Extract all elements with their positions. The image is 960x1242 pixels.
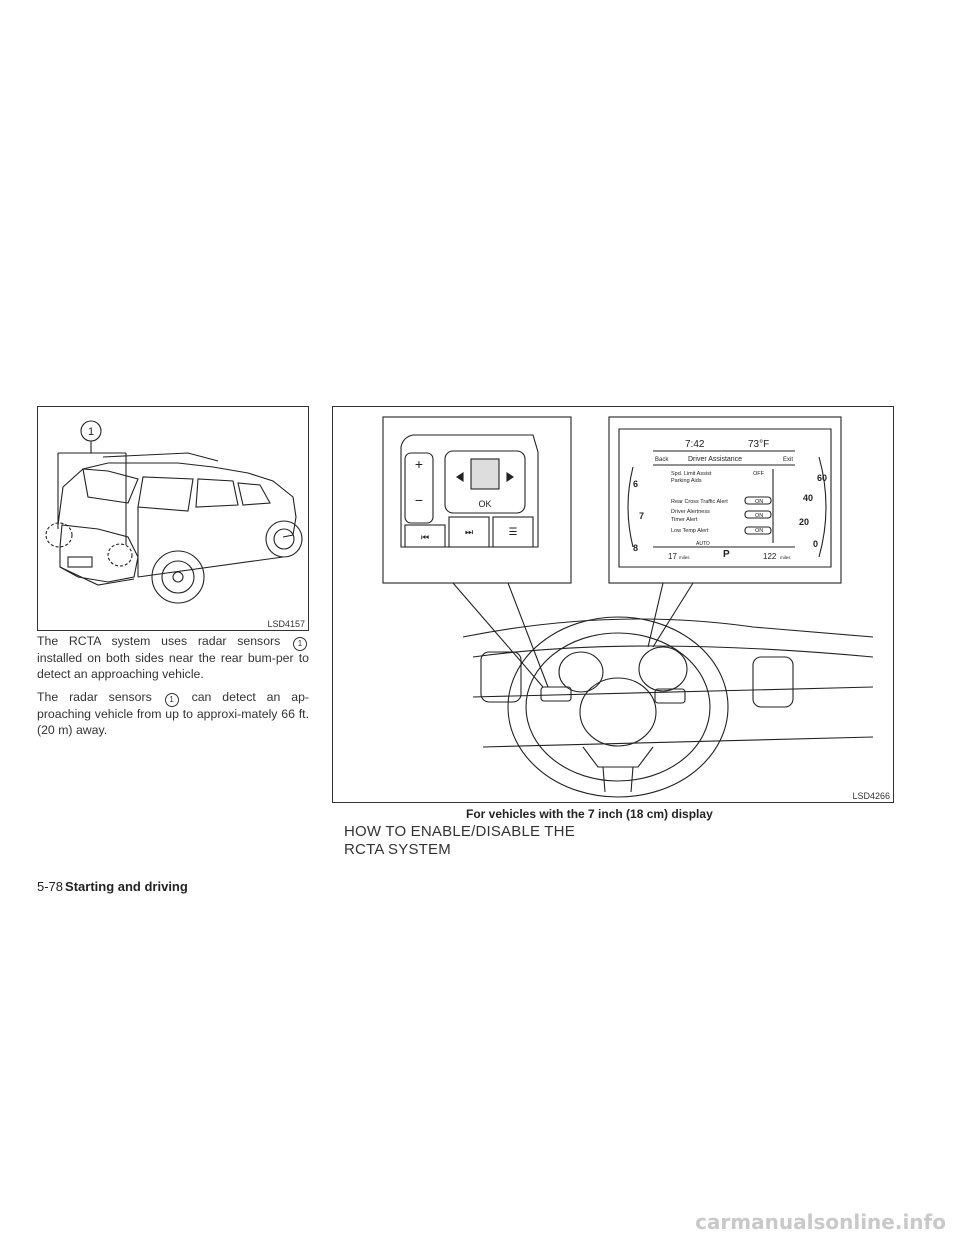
display-item-value: ON — [755, 513, 763, 519]
tach-tick: 7 — [639, 511, 644, 521]
volume-plus-label: + — [415, 456, 423, 472]
ok-label: OK — [478, 499, 491, 509]
display-mode: AUTO — [696, 541, 710, 547]
display-gear: P — [723, 549, 730, 560]
display-range: 122 — [763, 552, 777, 561]
display-item-label: Spd. Limit Assist — [671, 471, 712, 477]
paragraph-2-text-b: can detect an ap-proaching vehicle from … — [37, 690, 310, 738]
display-range-unit: miles — [780, 555, 791, 560]
paragraph-1: The RCTA system uses radar sensors 1 ins… — [37, 634, 309, 682]
display-trip-unit: miles — [679, 555, 690, 560]
section-heading: HOW TO ENABLE/DISABLE THE RCTA SYSTEM — [344, 823, 575, 859]
volume-minus-label: − — [415, 492, 423, 508]
display-item-value: ON — [755, 499, 763, 505]
paragraph-2: The radar sensors 1 can detect an ap-pro… — [37, 690, 309, 738]
sensor-left — [45, 522, 73, 548]
section-heading-line-1: HOW TO ENABLE/DISABLE THE — [344, 823, 575, 840]
figure-steering-display: + − OK ⏮ ⏭ ☰ — [332, 406, 894, 803]
speed-tick: 40 — [803, 493, 813, 503]
callout-1-icon: 1 — [293, 637, 308, 651]
inset-display — [608, 416, 842, 584]
figure-code: LSD4266 — [852, 791, 890, 801]
dashboard-illustration: + − OK ⏮ ⏭ ☰ — [382, 416, 874, 798]
prev-track-button — [404, 524, 446, 548]
display-item-label: Parking Aids — [671, 478, 702, 484]
callout-1-icon: 1 — [164, 693, 179, 708]
display-menu-title: Driver Assistance — [688, 456, 742, 463]
next-track-button — [448, 516, 490, 548]
display-item-label: Low Temp Alert — [671, 528, 709, 534]
display-item-label: Rear Cross Traffic Alert — [671, 499, 728, 505]
figure-code: LSD4157 — [267, 619, 305, 629]
speed-tick: 20 — [799, 517, 809, 527]
svg-text:☰: ☰ — [509, 527, 518, 538]
display-item-value: OFF — [753, 471, 765, 477]
callout-label: 1 — [88, 426, 94, 438]
ok-dial — [444, 450, 526, 514]
display-trip: 17 — [668, 552, 677, 561]
speed-tick: 60 — [817, 473, 827, 483]
tach-tick: 6 — [633, 479, 638, 489]
figure-vehicle-sensors: 1 LSD415 — [37, 406, 309, 631]
tach-tick: 8 — [633, 543, 638, 553]
display-back: Back — [655, 457, 669, 463]
svg-text:⏮: ⏮ — [421, 532, 429, 542]
paragraph-1-text-a: The RCTA system uses radar sensors — [37, 634, 281, 648]
svg-text:⏭: ⏭ — [465, 527, 473, 537]
menu-button — [492, 516, 534, 548]
watermark: carmanualsonline.info — [695, 1210, 946, 1234]
figure-caption: For vehicles with the 7 inch (18 cm) dis… — [466, 807, 713, 821]
footer-section: Starting and driving — [65, 879, 188, 894]
sensor-right — [107, 543, 133, 567]
paragraph-2-text-a: The radar sensors — [37, 690, 152, 705]
display-item-value: ON — [755, 528, 763, 534]
page-number: 5-78 — [37, 879, 64, 894]
speed-tick: 0 — [813, 539, 818, 549]
section-heading-line-2: RCTA SYSTEM — [344, 841, 451, 858]
paragraph-1-text-b: installed on both sides near the rear bu… — [37, 651, 309, 681]
display-item-label: Driver Alertness — [671, 509, 710, 515]
display-temp: 73°F — [748, 439, 769, 450]
vehicle-illustration: 1 — [45, 420, 303, 604]
body-text: The RCTA system uses radar sensors 1 ins… — [37, 634, 309, 747]
display-exit: Exit — [783, 457, 793, 463]
display-time: 7:42 — [685, 439, 705, 450]
display-item-label: Timer Alert — [671, 517, 698, 523]
volume-rocker — [404, 452, 434, 524]
